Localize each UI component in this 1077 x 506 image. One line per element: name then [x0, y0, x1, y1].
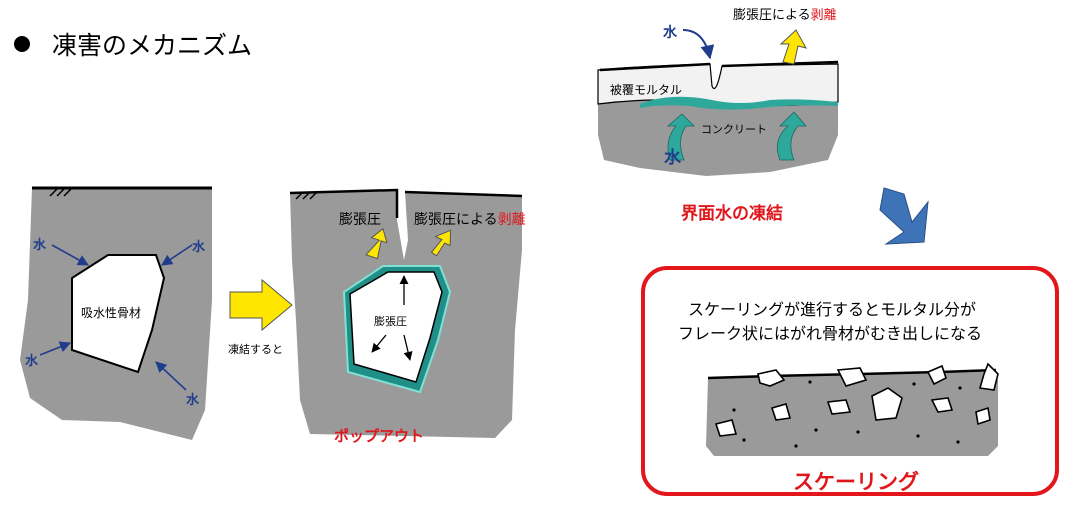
water-rise-arrows	[666, 111, 807, 161]
pressure-inner-label: 膨張圧	[374, 315, 407, 328]
water-bottom-label: 水	[664, 148, 681, 168]
bullet-icon	[14, 36, 30, 52]
water-top-label: 水	[663, 25, 677, 41]
scaling-description-line2: フレーク状にはがれ骨材がむき出しになる	[678, 324, 983, 343]
scaling-caption: スケーリング	[793, 470, 919, 494]
page-title-text: 凍害のメカニズム	[52, 31, 253, 60]
interface-peel-label: 膨張圧による剥離	[733, 4, 837, 23]
pressure-top-label: 膨張圧	[339, 212, 381, 228]
absorbent-aggregate	[71, 254, 166, 374]
water-label: 水	[186, 393, 200, 408]
peel-up-arrows	[365, 227, 452, 260]
scaling-illustration	[706, 362, 999, 456]
water-label: 水	[33, 238, 47, 253]
water-label: 水	[25, 354, 39, 369]
pressure-arrows	[371, 275, 413, 361]
water-inflow-arrow	[682, 29, 715, 60]
water-arrows-before	[39, 244, 193, 391]
ice-film	[640, 96, 838, 110]
popout-caption: ポップアウト	[334, 427, 425, 445]
peel-label-prefix: 膨張圧による	[414, 212, 498, 228]
scaling-description-line1: スケーリングが進行するとモルタル分が	[688, 300, 977, 319]
peel-label: 膨張圧による剥離	[414, 209, 526, 229]
peel-label-highlight: 剥離	[497, 212, 526, 228]
water-label: 水	[192, 240, 206, 255]
concrete-label: コンクリート	[701, 123, 767, 136]
freeze-transition-label: 凍結すると	[228, 343, 283, 356]
scaling-panel	[641, 266, 1059, 496]
expanded-aggregate	[349, 271, 443, 383]
peel-arrow-interface	[779, 29, 807, 65]
big-blue-arrow	[879, 187, 929, 245]
interface-peel-highlight: 剥離	[810, 8, 837, 23]
interface-caption: 界面水の凍結	[681, 204, 783, 224]
freeze-arrow	[229, 278, 293, 332]
concrete-base-interface	[598, 100, 838, 176]
aggregate-label: 吸水性骨材	[81, 306, 142, 320]
page-title: 凍害のメカニズム	[14, 26, 252, 62]
mortar-label: 被覆モルタル	[610, 83, 683, 97]
interface-peel-prefix: 膨張圧による	[733, 8, 811, 23]
